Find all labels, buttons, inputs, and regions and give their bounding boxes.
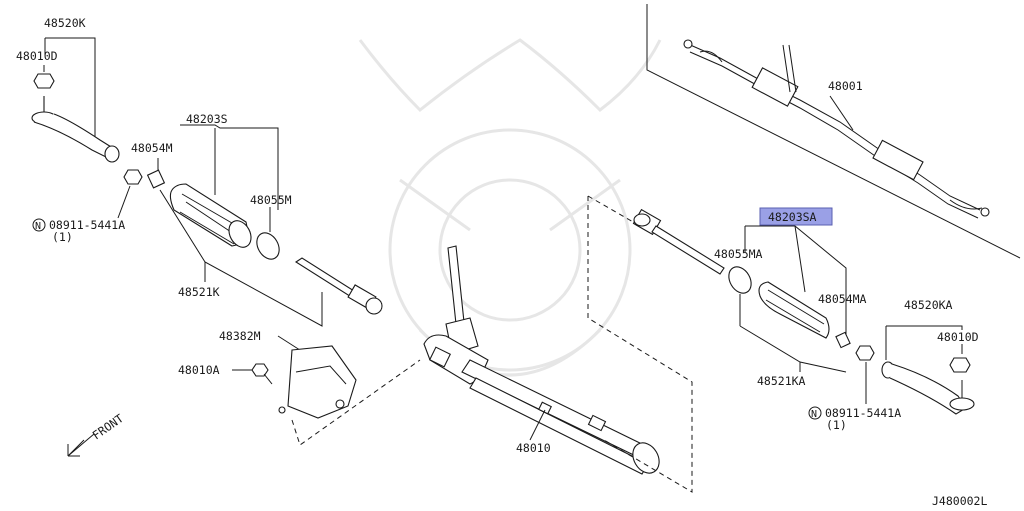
dashed-ref-right: [587, 196, 693, 493]
bracket-boot-kit-left: [180, 124, 279, 210]
label-nut-right[interactable]: 48010D: [937, 330, 979, 344]
tie-rod-end-left[interactable]: [31, 96, 120, 163]
label-nut-note-left[interactable]: 08911-5441A: [49, 218, 125, 232]
label-nut-note-right[interactable]: 08911-5441A: [825, 406, 901, 420]
label-rack-assembly[interactable]: 48001: [828, 79, 863, 93]
label-inner-socket-left[interactable]: 48521K: [178, 285, 220, 299]
gear-housing[interactable]: [423, 245, 664, 478]
front-label: FRONT: [90, 411, 126, 442]
bracket-tie-rod-end-left: [45, 37, 96, 145]
heat-shield-cover[interactable]: [278, 345, 357, 419]
leader-rack-assembly: [829, 95, 854, 131]
n-symbol-right-text: N: [811, 409, 817, 420]
label-clamp-large-left[interactable]: 48055M: [250, 193, 292, 207]
label-qty-right: (1): [826, 418, 847, 432]
clamp-small-left[interactable]: [146, 169, 166, 189]
n-symbol-left: [32, 218, 46, 232]
label-clamp-small-left[interactable]: 48054M: [131, 141, 173, 155]
rack-assembly-complete[interactable]: [646, 4, 1021, 259]
bracket-inner-socket-left: [159, 189, 323, 327]
label-gear-housing[interactable]: 48010: [516, 441, 551, 455]
bracket-boot-kit-right: [745, 225, 847, 336]
label-nut-left[interactable]: 48010D: [16, 49, 58, 63]
bracket-inner-socket-right: [739, 325, 847, 373]
label-clamp-large-right[interactable]: 48055MA: [714, 247, 763, 261]
hex-nut-small-right[interactable]: [855, 345, 875, 361]
leader-nut-note-left: [117, 185, 131, 219]
highlight-boot-kit-right[interactable]: [759, 207, 833, 226]
clamp-large-left[interactable]: [252, 229, 283, 263]
label-tie-rod-end-left[interactable]: 48520K: [44, 16, 86, 30]
diagram-code: J480002L: [932, 494, 987, 508]
label-clamp-small-right[interactable]: 48054MA: [818, 292, 867, 306]
front-direction-arrow: [67, 433, 95, 457]
hex-nut-left[interactable]: [33, 73, 55, 89]
tie-rod-end-right[interactable]: [881, 361, 975, 415]
dust-boot-right[interactable]: [758, 281, 830, 339]
label-inner-socket-right[interactable]: 48521KA: [757, 374, 806, 388]
leader-boot-right: [794, 225, 806, 293]
label-boot-kit-right[interactable]: 48203SA: [768, 210, 817, 224]
inner-tie-rod-right[interactable]: [632, 208, 725, 275]
label-cover[interactable]: 48382M: [219, 329, 261, 343]
clamp-small-right[interactable]: [835, 331, 851, 349]
clamp-large-right[interactable]: [724, 263, 755, 297]
dust-boot-left[interactable]: [169, 183, 255, 251]
hex-nut-small-left[interactable]: [123, 169, 143, 185]
n-symbol-right: [808, 406, 822, 420]
inner-tie-rod-left[interactable]: [294, 257, 383, 315]
n-symbol-left-text: N: [35, 221, 41, 232]
label-boot-kit-left[interactable]: 48203S: [186, 112, 228, 126]
watermark-emblem: [358, 38, 662, 377]
hex-nut-right[interactable]: [949, 357, 971, 373]
label-qty-left: (1): [52, 230, 73, 244]
dashed-ref-right-top: [587, 195, 641, 227]
mounting-bolt[interactable]: [251, 363, 273, 385]
leader-gear-housing: [529, 409, 546, 441]
label-bolt[interactable]: 48010A: [178, 363, 220, 377]
label-tie-rod-end-right[interactable]: 48520KA: [904, 298, 953, 312]
bracket-tie-rod-end-right: [886, 325, 963, 330]
